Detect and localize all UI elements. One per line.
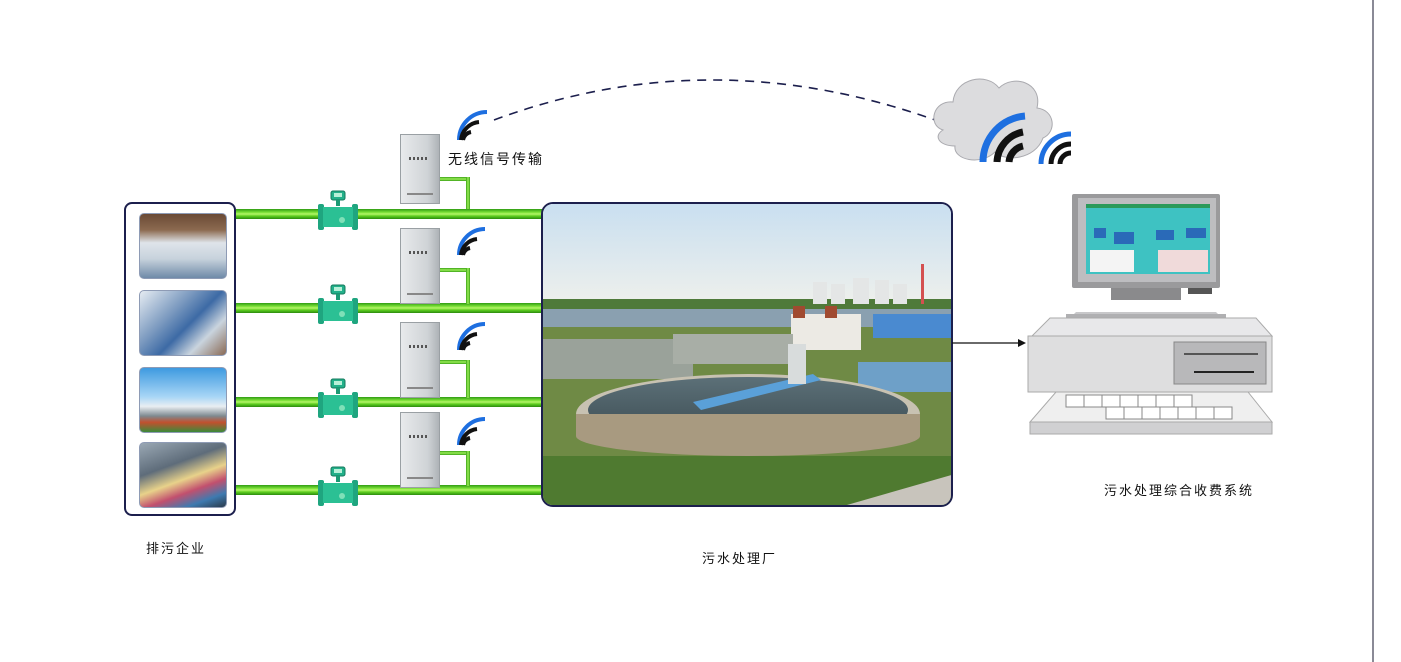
signal-cable <box>466 177 470 209</box>
wifi-signal-icon <box>457 227 486 256</box>
wireless-transmission-label: 无线信号传输 <box>448 152 544 168</box>
signal-cable <box>466 268 470 304</box>
control-cabinet-icon <box>400 134 440 204</box>
wastewater-plant-photo <box>541 202 953 507</box>
pipeline-2 <box>236 303 542 313</box>
control-cabinet-icon <box>400 322 440 398</box>
pipeline-4 <box>236 485 542 495</box>
wifi-signal-icon <box>457 110 488 141</box>
flowmeter-icon <box>318 190 358 230</box>
pipeline-3 <box>236 397 542 407</box>
signal-cable <box>440 360 470 364</box>
control-cabinet-icon <box>400 412 440 488</box>
enterprises-panel <box>124 202 236 516</box>
cloud-icon <box>933 78 1072 165</box>
pipeline-1 <box>236 209 542 219</box>
enterprise-photo-paper-mill <box>139 290 227 356</box>
signal-cable <box>466 451 470 486</box>
flowmeter-icon <box>318 284 358 324</box>
wifi-signal-small-icon <box>1038 131 1072 165</box>
signal-cable <box>440 268 470 272</box>
flowmeter-icon <box>318 378 358 418</box>
computer-icon <box>1027 194 1274 435</box>
wireless-link-dashed-line <box>493 79 936 121</box>
wifi-signal-icon <box>457 417 486 446</box>
signal-cable <box>440 451 470 455</box>
enterprise-photo-textile <box>139 213 227 279</box>
plant-label: 污水处理厂 <box>702 552 778 567</box>
plant-illustration <box>543 204 951 505</box>
control-cabinet-icon <box>400 228 440 304</box>
signal-cable <box>440 177 470 181</box>
enterprise-photo-power-plant <box>139 367 227 433</box>
wifi-signal-icon <box>979 112 1026 163</box>
page-border-line <box>1372 0 1374 662</box>
enterprises-label: 排污企业 <box>146 542 207 557</box>
wifi-signal-icon <box>457 322 486 351</box>
billing-system-label: 污水处理综合收费系统 <box>1104 484 1255 499</box>
flowmeter-icon <box>318 466 358 506</box>
signal-cable <box>466 360 470 398</box>
data-flow-arrow-icon <box>952 339 1026 347</box>
enterprise-photo-dye-factory <box>139 442 227 508</box>
